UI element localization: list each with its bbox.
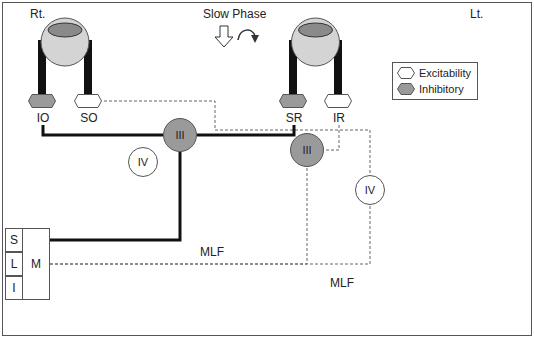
torsion-arrowhead: [251, 35, 259, 43]
canal-label: L: [11, 257, 18, 271]
nucleus-label: III: [302, 143, 311, 157]
tract-label: MLF: [200, 245, 224, 259]
inhibitory-pathway: [43, 125, 163, 135]
legend-swatch: [397, 67, 415, 79]
canal-box: S: [5, 228, 23, 252]
legend-swatch: [397, 83, 415, 95]
down-arrow: [215, 26, 233, 47]
legend-row: Inhibitory: [397, 81, 471, 97]
legend-text: Inhibitory: [419, 83, 464, 95]
nucleus-circle: III: [290, 133, 324, 167]
muscle-label: SR: [279, 111, 309, 125]
canal-label: I: [12, 281, 15, 295]
muscle-hexagon: SR: [279, 94, 309, 125]
nucleus-label: IV: [138, 155, 148, 169]
hexagon-outline: [325, 95, 352, 108]
hexagon-shape: [74, 94, 102, 108]
side-label: Rt.: [30, 7, 45, 21]
nucleus-label: III: [175, 128, 184, 142]
muscle-hexagon: IR: [324, 94, 354, 125]
legend-row: Excitability: [397, 65, 471, 81]
nucleus-label: IV: [365, 183, 375, 197]
canal-box: I: [5, 276, 23, 300]
muscle-label: IO: [28, 111, 58, 125]
eyeball: [292, 18, 340, 66]
hexagon-outline: [280, 95, 307, 108]
frame: [3, 3, 532, 336]
hexagon-shape: [28, 94, 56, 108]
hexagon-outline: [29, 95, 56, 108]
muscle-label: SO: [74, 111, 104, 125]
cornea: [299, 23, 333, 37]
eyeball: [41, 18, 89, 66]
muscle-hexagon: IO: [28, 94, 58, 125]
cornea: [48, 23, 82, 37]
legend-text: Excitability: [419, 67, 471, 79]
excitatory-pathway: [324, 125, 339, 150]
muscle-label: IR: [324, 111, 354, 125]
canal-label: S: [10, 233, 18, 247]
canal-label: M: [31, 257, 41, 271]
canal-box: M: [22, 228, 50, 300]
nucleus-circle: III: [163, 118, 197, 152]
excitatory-pathway: [104, 101, 370, 175]
excitatory-pathway: [50, 205, 370, 264]
side-label: Lt.: [470, 7, 483, 21]
nucleus-circle: IV: [355, 175, 385, 205]
phase-label: Slow Phase: [203, 7, 266, 21]
inhibitory-pathway: [197, 125, 294, 135]
hexagon-outline: [75, 95, 102, 108]
canal-box: L: [5, 252, 23, 276]
excitatory-pathway: [50, 167, 307, 264]
nucleus-circle: IV: [128, 147, 158, 177]
hexagon-shape: [279, 94, 307, 108]
hexagon-outline: [398, 68, 415, 79]
hexagon-shape: [324, 94, 352, 108]
hexagon-outline: [398, 84, 415, 95]
legend-box: ExcitabilityInhibitory: [392, 62, 478, 100]
muscle-hexagon: SO: [74, 94, 104, 125]
tract-label: MLF: [330, 276, 354, 290]
